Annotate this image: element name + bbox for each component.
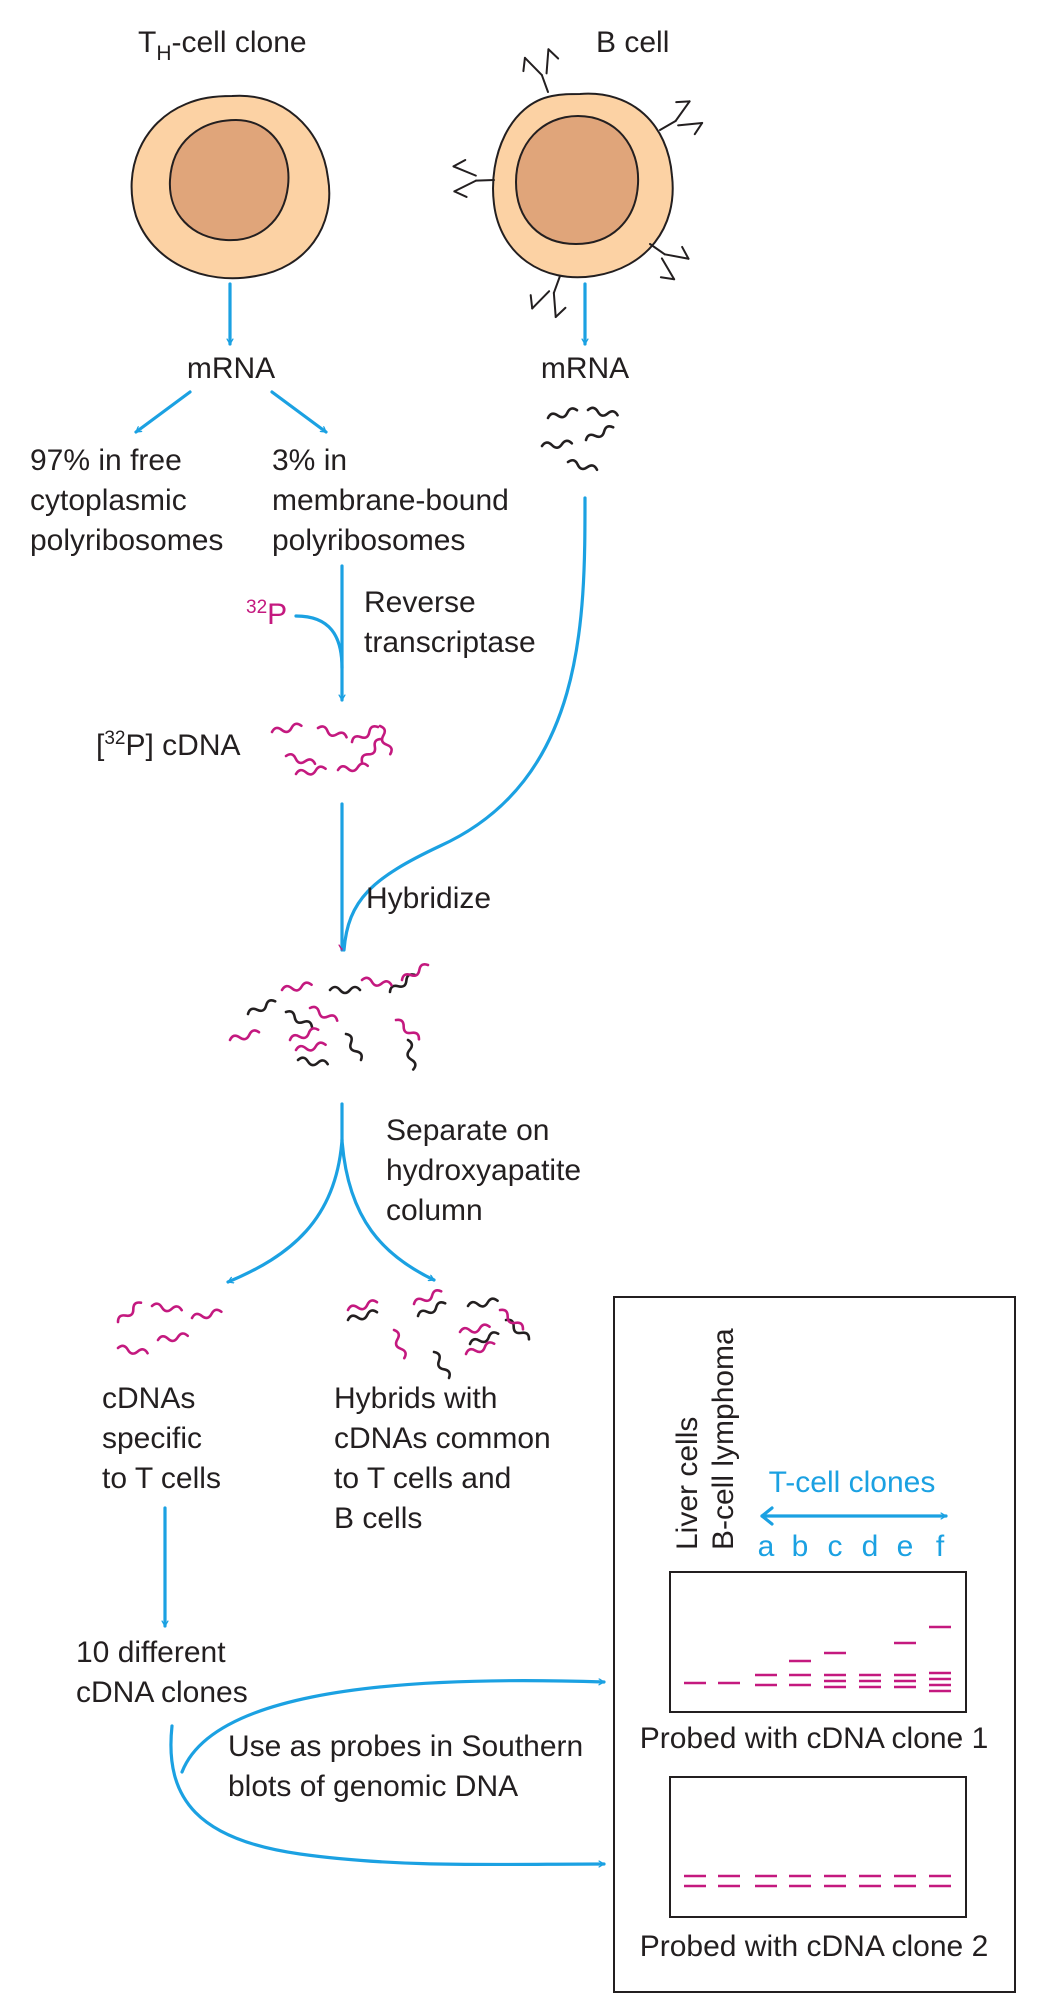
blot-2-caption: Probed with cDNA clone 2 bbox=[640, 1930, 989, 1963]
separate-right-arrow bbox=[340, 1138, 436, 1282]
membrane-polyribosomes-text: 3% in membrane-bound polyribosomes bbox=[272, 444, 517, 557]
blot-1-caption: Probed with cDNA clone 1 bbox=[640, 1722, 989, 1755]
b-cell-label: B cell bbox=[596, 26, 669, 59]
lane-e: e bbox=[897, 1530, 914, 1563]
tcell-clones-header: T-cell clones bbox=[769, 1466, 936, 1499]
th-nucleus bbox=[168, 118, 290, 242]
separate-left-arrow bbox=[226, 1138, 344, 1284]
lane-b: b bbox=[792, 1530, 809, 1563]
probes-label: Use as probes in Southern blots of genom… bbox=[228, 1730, 592, 1803]
blot-1-bands bbox=[684, 1625, 951, 1693]
tcell-specific-cdna-strands bbox=[114, 1299, 224, 1358]
reverse-transcriptase-label: Reverse transcriptase bbox=[364, 586, 536, 659]
probe-arrow-blot2 bbox=[169, 1724, 606, 1865]
hybrids-label: Hybrids with cDNAs common to T cells and… bbox=[334, 1382, 559, 1535]
split-right-arrow bbox=[270, 390, 328, 434]
lane-letters: a b c d e f bbox=[758, 1530, 945, 1563]
blot-2-membrane bbox=[669, 1776, 967, 1918]
b-mrna-strands bbox=[540, 405, 620, 474]
hybridize-label: Hybridize bbox=[366, 882, 491, 915]
hybridize-arrow-right bbox=[342, 496, 587, 952]
hybridization-mixture bbox=[227, 961, 431, 1072]
probe-arrow-blot1 bbox=[180, 1681, 606, 1774]
b-nucleus bbox=[514, 114, 640, 246]
blot-2-bands bbox=[684, 1874, 951, 1888]
th-mrna-label: mRNA bbox=[187, 352, 275, 385]
split-left-arrow bbox=[134, 390, 192, 434]
p32-cdna-label: [32P] cDNA bbox=[96, 728, 241, 762]
b-mrna-label: mRNA bbox=[541, 352, 629, 385]
tcell-clones-left-head bbox=[760, 1506, 774, 1526]
cdna-clones-label: 10 different cDNA clones bbox=[76, 1636, 248, 1709]
th-cell bbox=[130, 94, 331, 280]
lane-f: f bbox=[936, 1530, 945, 1563]
p32-incorporation-arrow bbox=[294, 614, 344, 670]
labeled-cdna-strands bbox=[270, 721, 395, 779]
b-cell bbox=[452, 46, 707, 321]
lane-label-lymphoma: B-cell lymphoma bbox=[707, 1328, 740, 1550]
blot-1-membrane bbox=[669, 1571, 967, 1713]
lane-a: a bbox=[758, 1530, 775, 1563]
southern-blot-panel bbox=[613, 1296, 1016, 1993]
lane-label-liver: Liver cells bbox=[671, 1417, 704, 1550]
free-polyribosomes-text: 97% in free cytoplasmic polyribosomes bbox=[30, 444, 223, 557]
separate-label: Separate on hydroxyapatite column bbox=[386, 1114, 589, 1227]
lane-d: d bbox=[862, 1530, 879, 1563]
tcell-specific-label: cDNAs specific to T cells bbox=[102, 1382, 221, 1495]
p32-label: 32P bbox=[246, 597, 287, 631]
th-cell-label: TH-cell clone bbox=[138, 26, 307, 65]
lane-c: c bbox=[828, 1530, 843, 1563]
hybrid-strands bbox=[345, 1287, 533, 1381]
